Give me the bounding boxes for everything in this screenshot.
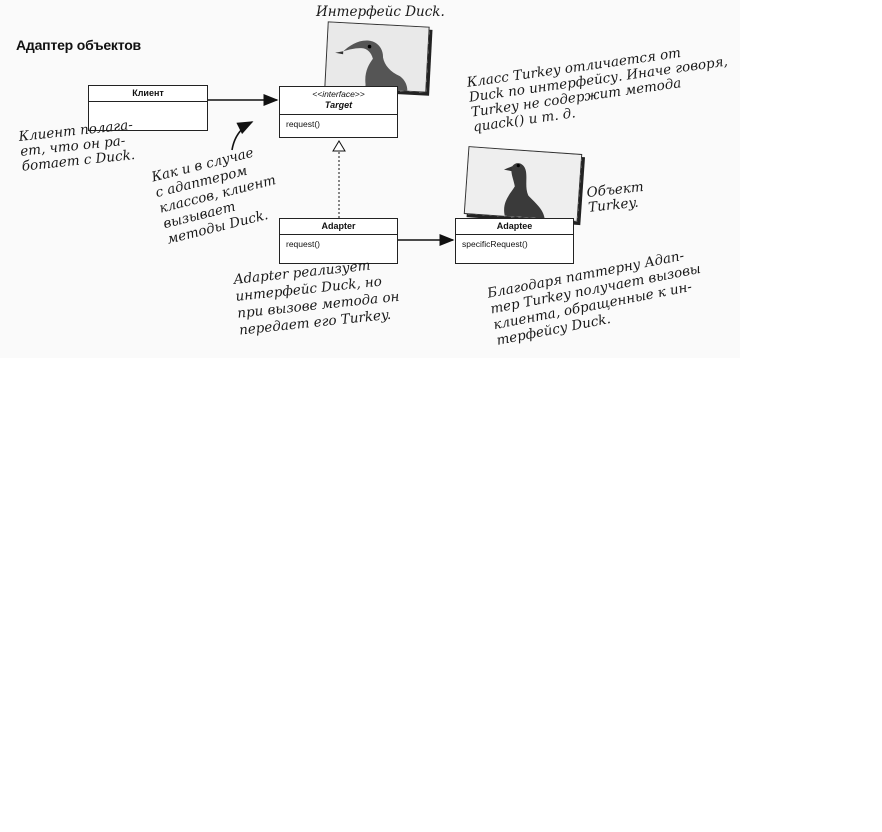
target-stereotype: <<interface>>: [312, 89, 365, 99]
handwritten-pointer-arrow: [231, 121, 254, 151]
adapter-method: request(): [286, 239, 321, 249]
target-interface-box: <<interface>> Target request(): [279, 86, 398, 138]
client-class-name: Клиент: [89, 86, 207, 102]
duck-photo-icon: [324, 21, 430, 93]
realization-triangle: [332, 140, 346, 152]
target-interface-name: Target: [324, 100, 353, 110]
adaptee-method: specificRequest(): [462, 239, 528, 249]
note-turkey-object: Объект Turkey.: [585, 179, 645, 216]
adaptee-class-box: Adaptee specificRequest(): [455, 218, 574, 264]
note-duck-interface: Интерфейс Duck.: [316, 4, 445, 20]
turkey-photo-icon: [463, 146, 583, 222]
adapter-class-box: Adapter request(): [279, 218, 398, 264]
client-class-box: Клиент: [88, 85, 208, 131]
target-method: request(): [286, 119, 321, 129]
target-interface-header: <<interface>> Target: [280, 87, 397, 115]
adapter-class-name: Adapter: [280, 219, 397, 235]
diagram-title: Адаптер объектов: [16, 37, 141, 53]
adaptee-class-name: Adaptee: [456, 219, 573, 235]
